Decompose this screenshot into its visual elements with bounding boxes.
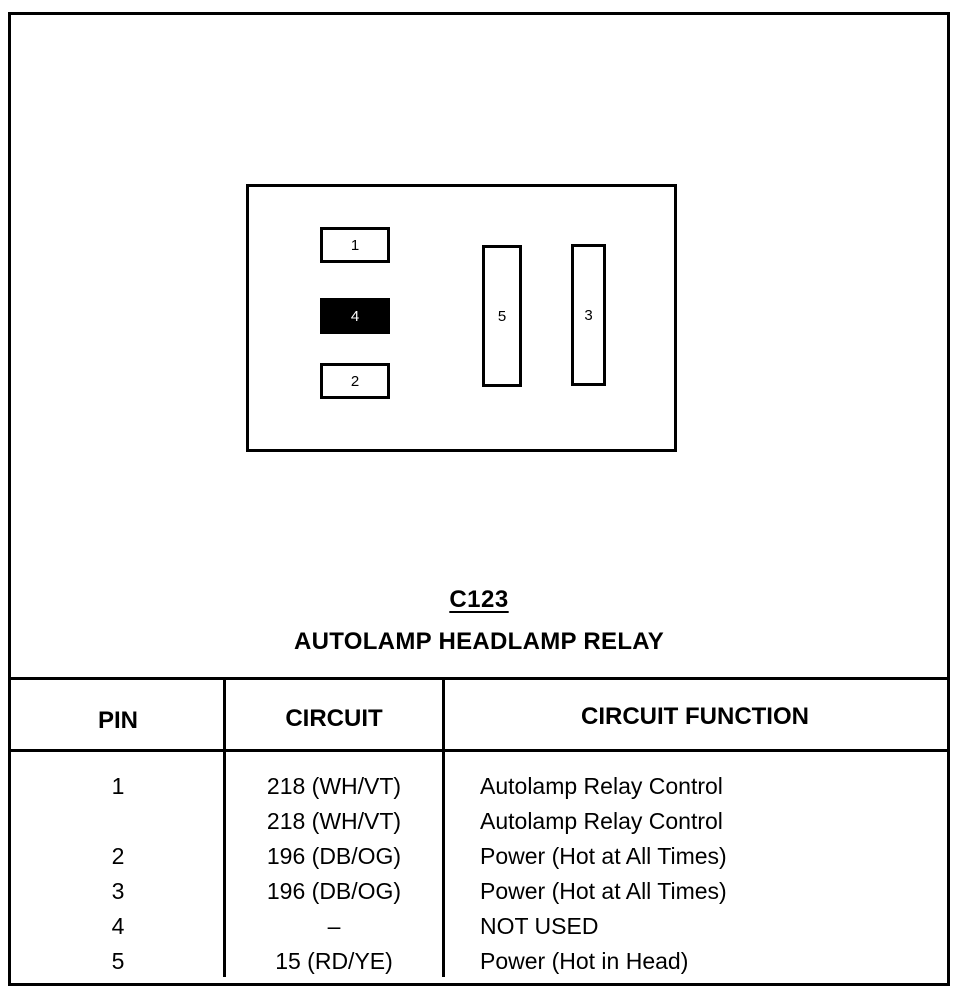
table-row: 4 – NOT USED [11,909,947,944]
header-function: CIRCUIT FUNCTION [581,703,809,730]
connector-id-text: C123 [449,586,509,613]
header-pin: PIN [97,707,138,734]
row-circuit: 218 (WH/VT) [266,808,402,834]
table-row: 2 196 (DB/OG) Power (Hot at All Times) [11,839,947,874]
connector-id: C123 [0,586,958,614]
row-pin: 2 [111,843,125,869]
header-circuit: CIRCUIT [285,705,383,732]
row-circuit: 218 (WH/VT) [266,773,402,799]
row-function: Power (Hot in Head) [480,948,689,974]
pin-4-terminal: 4 [320,298,390,334]
pin-3-terminal: 3 [571,244,606,386]
row-circuit: 196 (DB/OG) [266,843,402,869]
header-bottom-rule [11,749,947,752]
row-function: NOT USED [480,913,599,939]
connector-name: AUTOLAMP HEADLAMP RELAY [293,628,665,655]
column-divider-2 [442,677,445,977]
table-row: 218 (WH/VT) Autolamp Relay Control [11,804,947,839]
connector-face: 1 4 2 5 3 [246,184,677,452]
pinout-table: PIN CIRCUIT CIRCUIT FUNCTION 1 218 (WH/V… [11,677,947,977]
row-pin: 3 [111,878,125,904]
table-row: 5 15 (RD/YE) Power (Hot in Head) [11,944,947,979]
row-function: Autolamp Relay Control [480,773,723,799]
row-pin: 1 [111,773,125,799]
row-circuit: 196 (DB/OG) [266,878,402,904]
table-row: 1 218 (WH/VT) Autolamp Relay Control [11,769,947,804]
pin-5-terminal: 5 [482,245,522,387]
row-pin: 5 [111,948,125,974]
outer-frame [8,12,950,986]
row-pin: 4 [111,913,125,939]
pin-1-terminal: 1 [320,227,390,263]
table-top-rule [11,677,947,680]
row-function: Power (Hot at All Times) [480,878,727,904]
row-function: Power (Hot at All Times) [480,843,727,869]
row-circuit: 15 (RD/YE) [275,948,393,974]
pin-2-terminal: 2 [320,363,390,399]
row-function: Autolamp Relay Control [480,808,723,834]
row-pin [11,804,225,839]
table-row: 3 196 (DB/OG) Power (Hot at All Times) [11,874,947,909]
column-divider-1 [223,677,226,977]
row-circuit: – [327,913,341,939]
